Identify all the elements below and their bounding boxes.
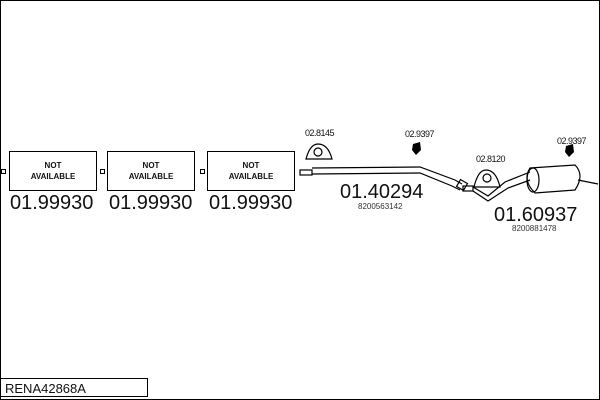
oem-reference: 8200563142 — [358, 202, 403, 211]
connector — [100, 169, 105, 174]
not-available-box: NOT AVAILABLE — [9, 151, 97, 191]
na-label: AVAILABLE — [128, 172, 174, 181]
connector — [200, 169, 205, 174]
part-number[interactable]: 01.99930 — [209, 192, 293, 214]
part-number[interactable]: 01.99930 — [10, 192, 94, 214]
part-number[interactable]: 01.40294 — [340, 181, 424, 203]
part-number[interactable]: 01.60937 — [494, 204, 578, 226]
na-label: NOT — [44, 161, 62, 170]
accessory-number[interactable]: 02.8120 — [476, 154, 506, 164]
not-available-box: NOT AVAILABLE — [107, 151, 195, 191]
oem-reference: 8200881478 — [512, 224, 557, 233]
na-label: AVAILABLE — [30, 172, 76, 181]
na-label: NOT — [142, 161, 160, 170]
kit-code: RENA42868A — [0, 378, 148, 397]
connector — [1, 169, 6, 174]
not-available-box: NOT AVAILABLE — [207, 151, 295, 191]
accessory-number[interactable]: 02.9397 — [557, 136, 587, 146]
na-label: AVAILABLE — [228, 172, 274, 181]
part-number[interactable]: 01.99930 — [109, 192, 193, 214]
accessory-number[interactable]: 02.8145 — [305, 128, 335, 138]
na-label: NOT — [242, 161, 260, 170]
accessory-number[interactable]: 02.9397 — [405, 129, 435, 139]
